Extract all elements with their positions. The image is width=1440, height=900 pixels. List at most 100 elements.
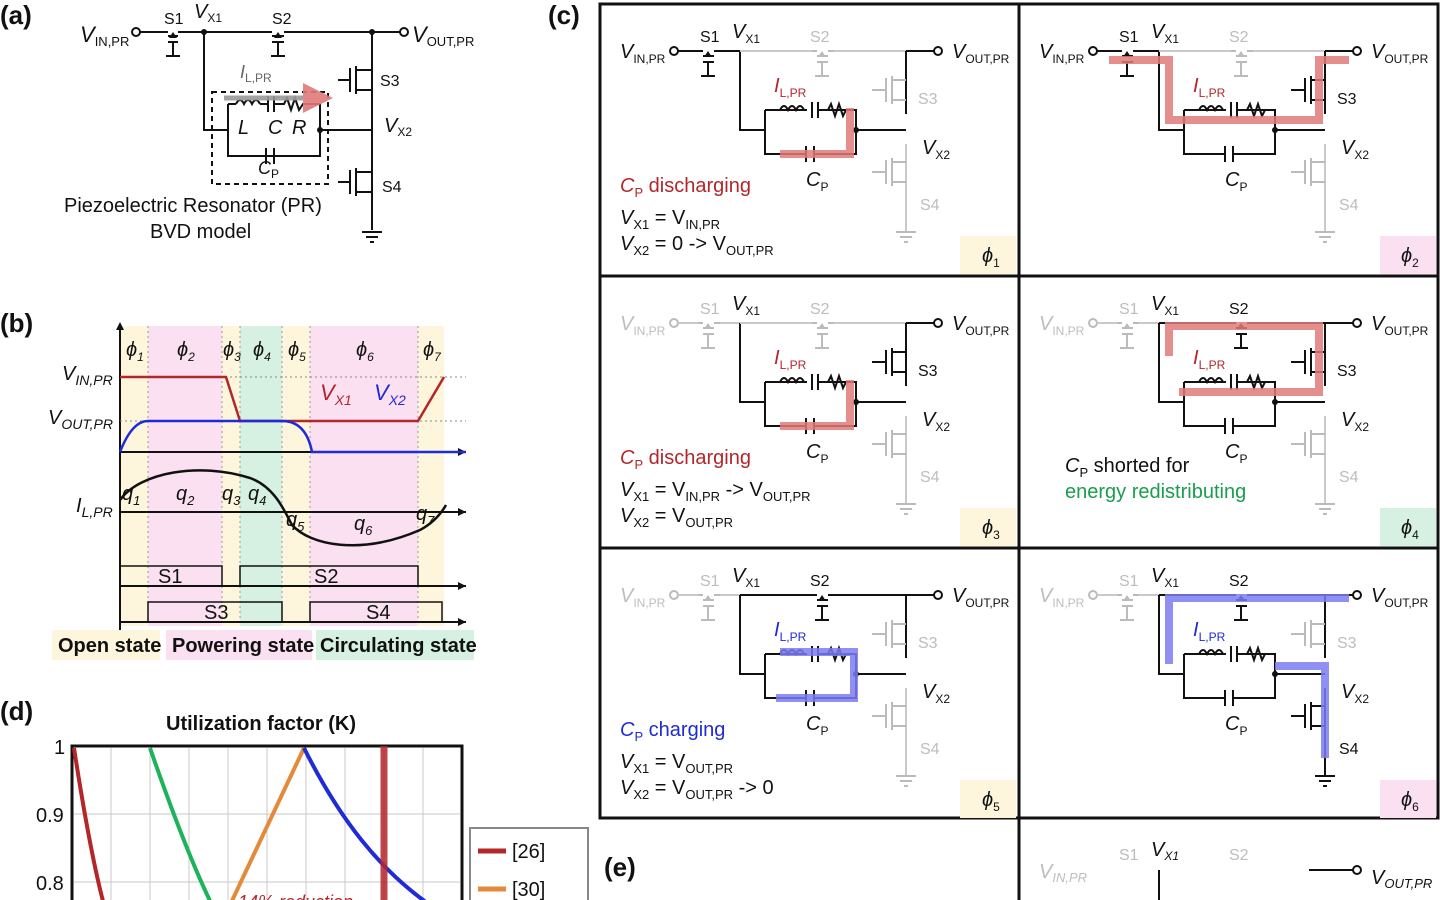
svg-text:VX1: VX1 xyxy=(732,21,760,46)
svg-text:S4: S4 xyxy=(1339,197,1359,214)
panel-e-partial-cell: VIN,PR VX1 S1 S2 VOUT,PR xyxy=(1039,839,1432,900)
svg-text:IL,PR: IL,PR xyxy=(1193,347,1226,372)
svg-text:S3: S3 xyxy=(918,363,938,380)
current-path xyxy=(780,380,854,430)
svg-text:VOUT,PR: VOUT,PR xyxy=(1371,867,1432,891)
panel-d: (d) Utilization factor (K) 1 0.9 0.8 14%… xyxy=(0,696,589,900)
svg-text:S2: S2 xyxy=(1229,573,1249,590)
phase-band-3 xyxy=(222,326,240,626)
switch-s4 xyxy=(338,168,372,196)
svg-text:S3: S3 xyxy=(1337,363,1357,380)
svg-text:S4: S4 xyxy=(920,197,940,214)
phase-note: CP discharging xyxy=(620,175,751,200)
curve-blue xyxy=(302,747,427,900)
legend-powering: Powering state xyxy=(172,635,314,657)
svg-text:CP: CP xyxy=(1225,169,1247,194)
svg-text:VOUT,PR: VOUT,PR xyxy=(1371,585,1429,610)
timing-vout-label: VOUT,PR xyxy=(48,407,113,432)
C-label: C xyxy=(268,117,283,139)
svg-text:S3: S3 xyxy=(1337,91,1357,108)
s3-pulse-label: S3 xyxy=(204,602,228,624)
eq-vx1: VX1 = VIN,PR xyxy=(620,207,720,232)
q-label-2: q2 xyxy=(176,483,195,508)
svg-text:S4: S4 xyxy=(1339,741,1359,758)
switch-s1 xyxy=(162,31,184,57)
svg-text:VX1: VX1 xyxy=(732,293,760,318)
svg-text:VIN,PR: VIN,PR xyxy=(620,585,666,610)
svg-text:VX1: VX1 xyxy=(1151,293,1179,318)
phase-label-3: ϕ3 xyxy=(223,339,241,364)
eq-vx1: VX1 = VIN,PR -> VOUT,PR xyxy=(620,479,811,504)
current-path xyxy=(776,648,858,702)
s2-pulse-label: S2 xyxy=(314,566,338,588)
chart-title: Utilization factor (K) xyxy=(166,713,356,735)
svg-text:VX2: VX2 xyxy=(1341,137,1369,162)
eq-vx2: VX2 = VOUT,PR xyxy=(620,505,733,530)
phase-note: CP charging xyxy=(620,719,725,744)
svg-text:ϕ6: ϕ6 xyxy=(1401,789,1419,814)
legend-powering-swatch xyxy=(166,630,312,660)
svg-text:CP: CP xyxy=(1225,441,1247,466)
svg-text:VIN,PR: VIN,PR xyxy=(1039,861,1087,885)
q-label-6: q6 xyxy=(354,513,373,538)
phase-band-1 xyxy=(120,326,148,626)
svg-text:VX1: VX1 xyxy=(732,565,760,590)
svg-text:S2: S2 xyxy=(1229,301,1249,318)
svg-text:S1: S1 xyxy=(1119,301,1139,318)
svg-text:VIN,PR: VIN,PR xyxy=(1039,41,1085,66)
L-label: L xyxy=(238,117,249,139)
vx2-waveform xyxy=(118,419,466,454)
phase-badge xyxy=(960,236,1016,274)
s3-s4-pulses xyxy=(147,601,443,622)
phase-label-2: ϕ2 xyxy=(177,339,195,364)
vx2-label: VX2 xyxy=(384,115,412,139)
svg-text:VIN,PR: VIN,PR xyxy=(1039,585,1085,610)
svg-text:ϕ5: ϕ5 xyxy=(982,789,1000,814)
panel-label-d: (d) xyxy=(0,696,33,726)
eq-vx1: VX1 = VOUT,PR xyxy=(620,751,733,776)
switch-s2 xyxy=(266,31,290,57)
phase-badge xyxy=(960,780,1016,818)
svg-text:CP: CP xyxy=(806,713,828,738)
timing-vx1-label: VX1 xyxy=(320,380,352,408)
svg-text:S1: S1 xyxy=(700,29,720,46)
R-label: R xyxy=(292,117,306,139)
caption-line2: BVD model xyxy=(150,221,251,243)
svg-text:IL,PR: IL,PR xyxy=(774,75,807,100)
legend-circulating: Circulating state xyxy=(320,635,477,657)
svg-text:VIN,PR: VIN,PR xyxy=(620,313,666,338)
timing-vin-label: VIN,PR xyxy=(62,363,113,388)
svg-text:S1: S1 xyxy=(700,573,720,590)
phase-label-1: ϕ1 xyxy=(126,339,144,364)
phase-note-2: energy redistributing xyxy=(1065,481,1246,503)
svg-text:S2: S2 xyxy=(810,29,830,46)
svg-text:IL,PR: IL,PR xyxy=(774,619,807,644)
svg-text:IL,PR: IL,PR xyxy=(1193,75,1226,100)
legend-open-swatch xyxy=(52,630,160,660)
q-label-7: q7 xyxy=(416,503,435,528)
q-label-5: q5 xyxy=(286,509,305,534)
vx1-label: VX1 xyxy=(194,1,222,25)
svg-text:VOUT,PR: VOUT,PR xyxy=(1371,41,1429,66)
panel-label-e: (e) xyxy=(604,852,636,882)
svg-text:S4: S4 xyxy=(920,741,940,758)
svg-text:ϕ2: ϕ2 xyxy=(1401,245,1419,270)
phase-badge xyxy=(1380,236,1436,274)
s3-label: S3 xyxy=(380,73,400,90)
phase-badge xyxy=(1380,780,1436,818)
il-label: IL,PR xyxy=(240,62,272,85)
svg-text:VX2: VX2 xyxy=(1341,409,1369,434)
svg-text:S1: S1 xyxy=(700,301,720,318)
il-waveform xyxy=(118,469,448,547)
curve-red xyxy=(72,747,105,900)
eq-vx2: VX2 = 0 -> VOUT,PR xyxy=(620,233,774,258)
phase-note: CP shorted for xyxy=(1065,455,1190,480)
svg-text:VX1: VX1 xyxy=(1151,21,1179,46)
switch-s3 xyxy=(338,66,372,94)
